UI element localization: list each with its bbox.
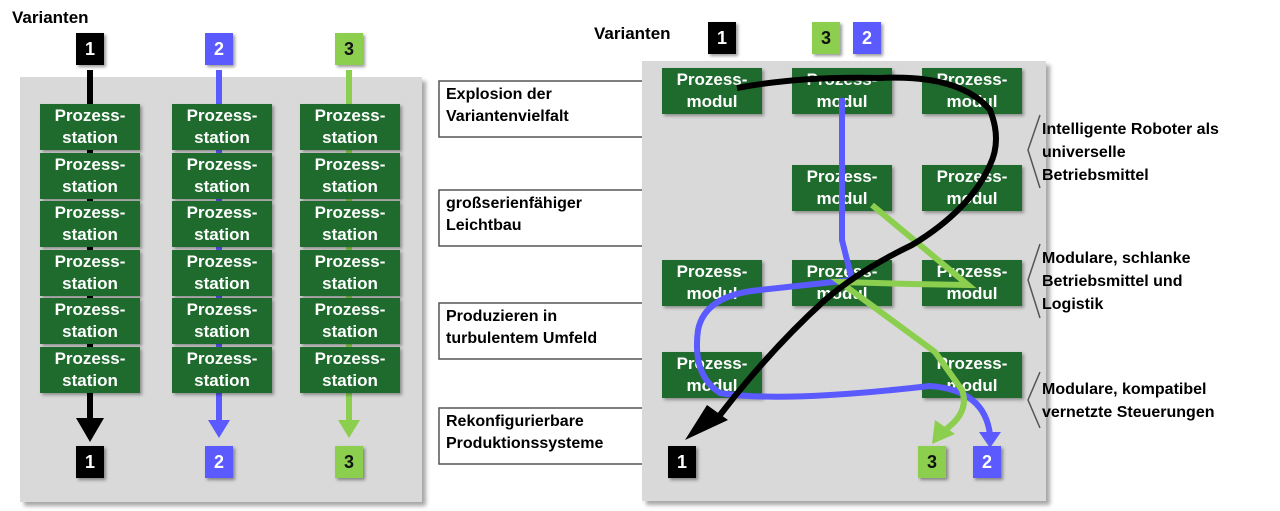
station-label-line2: station [322, 273, 378, 293]
process-station: Prozess-station [172, 298, 272, 345]
station-label-line1: Prozess- [54, 154, 126, 174]
process-module: Prozess-modul [922, 352, 1022, 398]
process-station: Prozess-station [172, 201, 272, 248]
station-label-line2: station [322, 225, 378, 245]
process-station: Prozess-station [40, 249, 140, 296]
station-label-line1: Prozess- [54, 300, 126, 320]
process-station: Prozess-station [172, 104, 272, 150]
right-top-badge-2: 2 [853, 22, 881, 54]
station-label-line2: station [62, 128, 118, 147]
variant3-path [830, 202, 977, 433]
station-label-line2: station [62, 225, 118, 245]
station-label-line2: station [62, 371, 118, 390]
variant2-arrowhead [208, 420, 230, 438]
station-label-line2: station [194, 371, 250, 390]
process-station: Prozess-station [300, 347, 400, 393]
station-label-line2: station [322, 322, 378, 342]
variant1-arrowhead [76, 418, 104, 442]
left-top-badge-1: 1 [76, 33, 104, 65]
process-station: Prozess-station [172, 249, 272, 296]
station-label-line2: station [322, 128, 378, 147]
station-label-line1: Prozess- [314, 203, 386, 223]
variant3-arrowhead [338, 420, 360, 438]
station-label-line1: Prozess- [186, 203, 258, 223]
process-station: Prozess-station [300, 201, 400, 248]
station-label-line1: Prozess- [54, 203, 126, 223]
process-station: Prozess-station [40, 104, 140, 150]
process-station: Prozess-station [300, 152, 400, 199]
left-bottom-badge-1: 1 [76, 446, 104, 478]
process-station: Prozess-station [300, 249, 400, 296]
station-label-line1: Prozess- [186, 251, 258, 271]
right-heading: Varianten [594, 24, 671, 43]
left-top-badge-3: 3 [335, 33, 363, 65]
station-label-line1: Prozess- [186, 106, 258, 125]
station-label-line1: Prozess- [186, 154, 258, 174]
station-label-line1: Prozess- [314, 300, 386, 320]
process-station: Prozess-station [40, 201, 140, 248]
process-station: Prozess-station [40, 347, 140, 393]
process-station: Prozess-station [300, 104, 400, 150]
process-station: Prozess-station [172, 152, 272, 199]
process-module: Prozess-modul [922, 165, 1022, 211]
right-top-badge-3: 3 [812, 22, 840, 54]
left-bottom-badge-3: 3 [335, 446, 363, 478]
station-label-line2: station [194, 128, 250, 147]
station-label-line2: station [322, 176, 378, 196]
station-label-line1: Prozess- [314, 251, 386, 271]
station-label-line1: Prozess- [314, 154, 386, 174]
station-label-line2: station [194, 273, 250, 293]
station-label-line2: station [322, 371, 378, 390]
station-label-line2: station [62, 322, 118, 342]
variant2-path [694, 98, 993, 436]
variant1-path [717, 74, 999, 417]
left-top-badge-2: 2 [205, 33, 233, 65]
process-station: Prozess-station [40, 152, 140, 199]
station-label-line1: Prozess- [314, 349, 386, 368]
station-label-line1: Prozess- [54, 251, 126, 271]
process-station: Prozess-station [300, 298, 400, 345]
station-label-line2: station [62, 176, 118, 196]
station-label-line1: Prozess- [186, 349, 258, 368]
right-bottom-badge-1: 1 [668, 446, 696, 478]
station-label-line2: station [62, 273, 118, 293]
station-label-line2: station [194, 322, 250, 342]
process-station: Prozess-station [172, 347, 272, 393]
process-module: Prozess-modul [662, 68, 762, 114]
station-label-line1: Prozess- [314, 106, 386, 125]
variant1-arrowhead [685, 405, 728, 440]
variant2-arrowhead [979, 432, 1001, 448]
right-bottom-badge-2: 2 [973, 446, 1001, 478]
process-station: Prozess-station [40, 298, 140, 345]
variant3-arrowhead [932, 420, 955, 444]
left-bottom-badge-2: 2 [205, 446, 233, 478]
station-label-line1: Prozess- [54, 349, 126, 368]
right-top-badge-1: 1 [708, 22, 736, 54]
right-bottom-badge-3: 3 [918, 446, 946, 478]
left-heading: Varianten [12, 8, 89, 27]
station-label-line1: Prozess- [186, 300, 258, 320]
process-module: Prozess-modul [922, 68, 1022, 114]
station-label-line2: station [194, 225, 250, 245]
station-label-line1: Prozess- [54, 106, 126, 125]
station-label-line2: station [194, 176, 250, 196]
